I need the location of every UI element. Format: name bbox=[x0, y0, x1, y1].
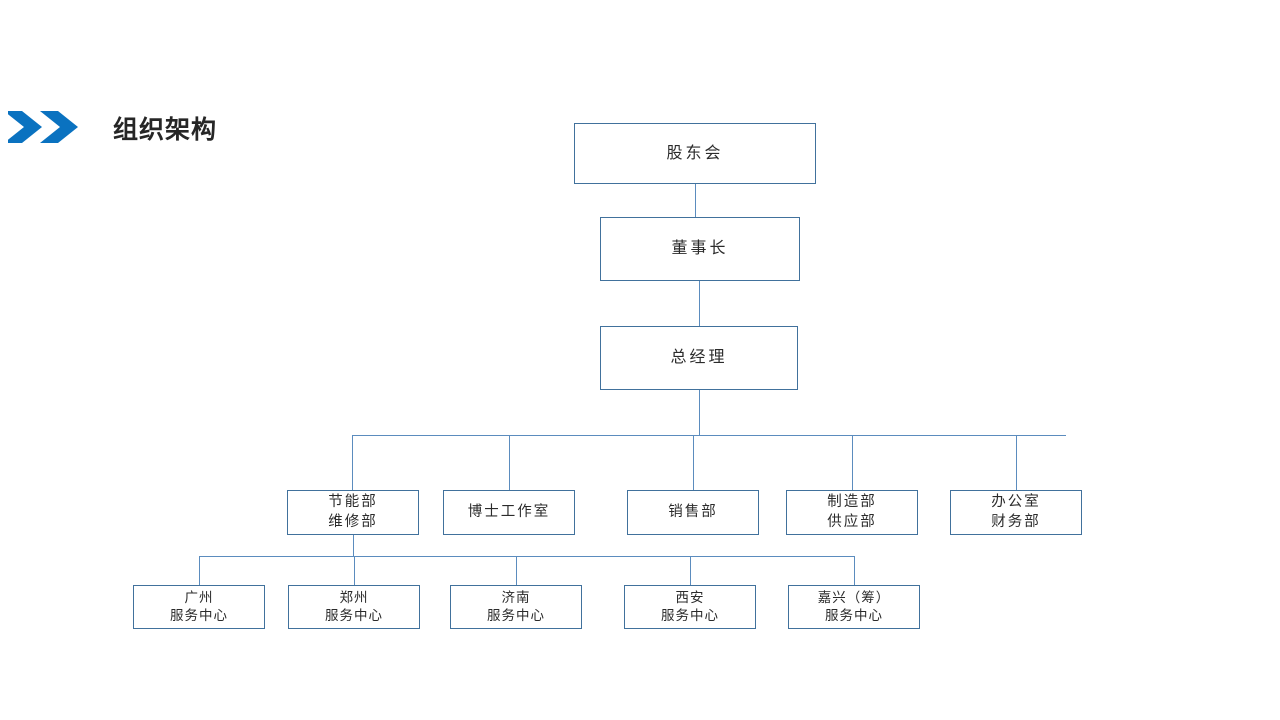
node-manufacturing-supply-label-line1: 制造部 bbox=[827, 494, 877, 511]
connector-drop-energy-maintenance bbox=[352, 435, 353, 490]
connector-drop-office-finance bbox=[1016, 435, 1017, 490]
node-office-finance-label-line1: 办公室 bbox=[991, 494, 1041, 511]
node-shareholders[interactable]: 股东会 bbox=[574, 123, 816, 184]
node-shareholders-label: 股东会 bbox=[666, 144, 724, 162]
connector-gm-stem bbox=[699, 390, 700, 435]
node-guangzhou-center-label-line1: 广州 bbox=[184, 590, 214, 606]
node-office-finance-label-line2: 财务部 bbox=[991, 513, 1041, 530]
node-guangzhou-center-label-line2: 服务中心 bbox=[170, 608, 228, 623]
node-energy-maintenance-label-line2: 维修部 bbox=[328, 513, 378, 530]
connector-drop-doctoral-studio bbox=[509, 435, 510, 490]
node-doctoral-studio-label-line1: 博士工作室 bbox=[467, 503, 551, 520]
connector-energy-maintenance-stem bbox=[353, 535, 354, 556]
node-jinan-center-label-line1: 济南 bbox=[501, 590, 531, 606]
node-zhengzhou-center-label-line1: 郑州 bbox=[339, 590, 369, 606]
node-jiaxing-center-label-line2: 服务中心 bbox=[825, 608, 883, 623]
node-general-manager-label: 总经理 bbox=[670, 349, 728, 367]
connector-drop-zhengzhou-center bbox=[354, 556, 355, 585]
node-jinan-center-label-line2: 服务中心 bbox=[487, 608, 545, 623]
node-jiaxing-center-label-line1: 嘉兴（筹） bbox=[817, 590, 891, 606]
connector-drop-guangzhou-center bbox=[199, 556, 200, 585]
node-sales-dept-label-line1: 销售部 bbox=[668, 503, 718, 520]
node-xian-center-label-line2: 服务中心 bbox=[661, 608, 719, 623]
node-doctoral-studio[interactable]: 博士工作室 bbox=[443, 490, 575, 535]
node-jiaxing-center[interactable]: 嘉兴（筹） 服务中心 bbox=[788, 585, 920, 629]
node-manufacturing-supply-label-line2: 供应部 bbox=[827, 513, 877, 530]
connector-drop-sales-dept bbox=[693, 435, 694, 490]
node-chairman[interactable]: 董事长 bbox=[600, 217, 800, 281]
slide-header: 组织架构 bbox=[0, 50, 1280, 144]
connector-chairman-to-gm bbox=[699, 281, 700, 326]
connector-drop-jiaxing-center bbox=[854, 556, 855, 585]
node-manufacturing-supply[interactable]: 制造部 供应部 bbox=[786, 490, 918, 535]
double-chevron-icon bbox=[4, 107, 84, 147]
node-xian-center-label-line1: 西安 bbox=[675, 590, 705, 606]
connector-shareholders-to-chairman bbox=[695, 184, 696, 217]
page-title: 组织架构 bbox=[113, 116, 218, 144]
connector-bus-level5 bbox=[199, 556, 855, 557]
connector-drop-jinan-center bbox=[516, 556, 517, 585]
node-jinan-center[interactable]: 济南 服务中心 bbox=[450, 585, 582, 629]
connector-drop-xian-center bbox=[690, 556, 691, 585]
node-xian-center[interactable]: 西安 服务中心 bbox=[624, 585, 756, 629]
node-office-finance[interactable]: 办公室 财务部 bbox=[950, 490, 1082, 535]
node-zhengzhou-center[interactable]: 郑州 服务中心 bbox=[288, 585, 420, 629]
connector-drop-manufacturing-supply bbox=[852, 435, 853, 490]
node-chairman-label: 董事长 bbox=[671, 240, 729, 258]
node-energy-maintenance-label-line1: 节能部 bbox=[328, 494, 378, 511]
node-general-manager[interactable]: 总经理 bbox=[600, 326, 798, 390]
node-sales-dept[interactable]: 销售部 bbox=[627, 490, 759, 535]
node-guangzhou-center[interactable]: 广州 服务中心 bbox=[133, 585, 265, 629]
node-energy-maintenance[interactable]: 节能部 维修部 bbox=[287, 490, 419, 535]
connector-bus-level4 bbox=[352, 435, 1066, 436]
node-zhengzhou-center-label-line2: 服务中心 bbox=[325, 608, 383, 623]
